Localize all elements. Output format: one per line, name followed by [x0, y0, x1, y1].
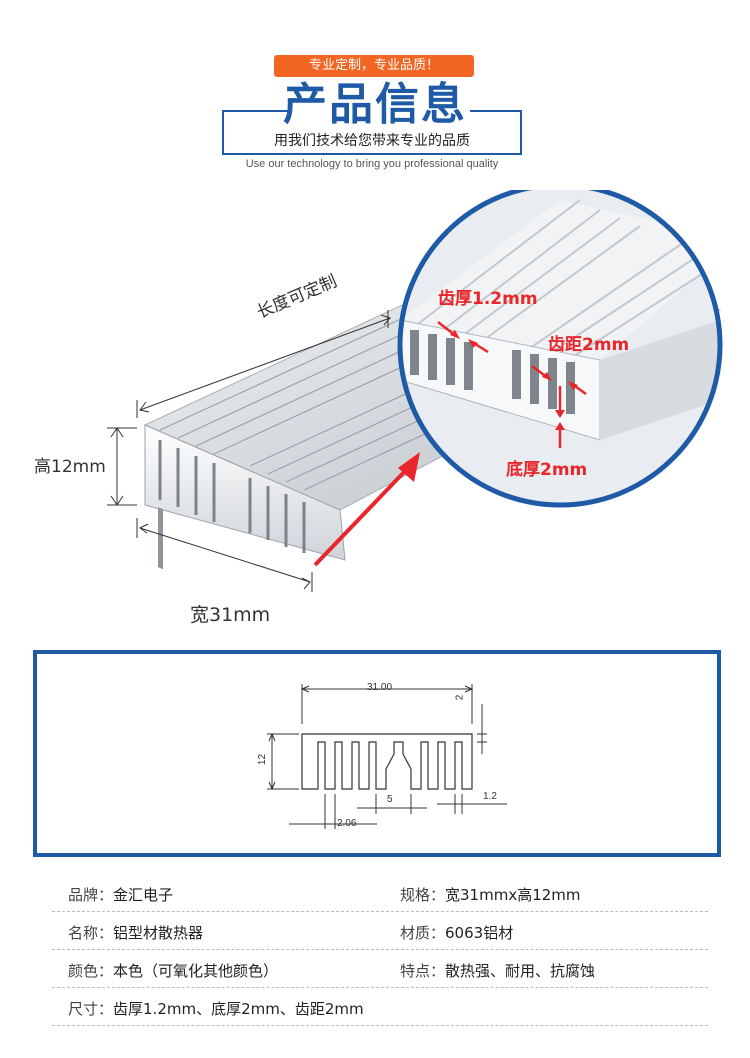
spec-row: 尺寸：齿厚1.2mm、底厚2mm、齿距2mm: [52, 988, 708, 1026]
zoom-circle-border: [397, 190, 723, 508]
profile-outline: [301, 733, 473, 790]
dim-tooth: 1.2: [483, 791, 497, 802]
spec-size: 规格：宽31mmx高12mm: [400, 886, 581, 904]
title-decor-line-bottom: [222, 153, 522, 155]
tooth-pitch-label: 齿距2mm: [548, 335, 630, 355]
zoom-arrow: [313, 466, 410, 567]
subtitle-en: Use our technology to bring you professi…: [245, 158, 499, 170]
spec-row: 品牌：金汇电子 规格：宽31mmx高12mm: [52, 874, 708, 912]
title-decor-line-right: [470, 110, 522, 112]
spec-material: 材质：6063铝材: [400, 924, 514, 942]
dim-gap: 5: [387, 794, 393, 805]
spec-dimensions: 尺寸：齿厚1.2mm、底厚2mm、齿距2mm: [68, 1000, 364, 1018]
base-thickness-label: 底厚2mm: [506, 460, 588, 480]
technical-drawing-panel: 31.00 2 12 5 1.2 2.06: [33, 650, 721, 857]
dim-width: 31.00: [367, 682, 393, 693]
dim-edge: 2.06: [337, 818, 357, 829]
technical-drawing: [267, 684, 507, 829]
heatsink-front-face: [144, 424, 346, 570]
subtitle-cn: 用我们技术给您带来专业的品质: [274, 133, 470, 149]
width-label: 宽31mm: [190, 604, 271, 626]
heatsink-illustration: [107, 190, 723, 592]
title-decor-line-left: [222, 110, 292, 112]
dim-top: 2: [454, 694, 466, 701]
tagline-badge: 专业定制，专业品质！: [274, 55, 474, 77]
dim-height: 12: [257, 753, 269, 766]
spec-brand: 品牌：金汇电子: [68, 886, 174, 904]
spec-row: 颜色：本色（可氧化其他颜色） 特点：散热强、耐用、抗腐蚀: [52, 950, 708, 988]
tooth-thickness-label: 齿厚1.2mm: [438, 289, 538, 309]
title-decor-vline-left: [222, 110, 224, 155]
spec-color: 颜色：本色（可氧化其他颜色）: [68, 962, 279, 980]
dimension-lines: [107, 310, 391, 592]
zoom-arrow-head: [398, 452, 420, 482]
spec-name: 名称：铝型材散热器: [68, 924, 204, 942]
spec-features: 特点：散热强、耐用、抗腐蚀: [400, 962, 596, 980]
height-label: 高12mm: [34, 457, 106, 477]
page-title: 产品信息: [283, 79, 467, 130]
spec-row: 名称：铝型材散热器 材质：6063铝材: [52, 912, 708, 950]
zoom-circle: [400, 190, 720, 505]
spec-table: 品牌：金汇电子 规格：宽31mmx高12mm 名称：铝型材散热器 材质：6063…: [52, 874, 708, 1026]
title-decor-vline-right: [520, 110, 522, 155]
